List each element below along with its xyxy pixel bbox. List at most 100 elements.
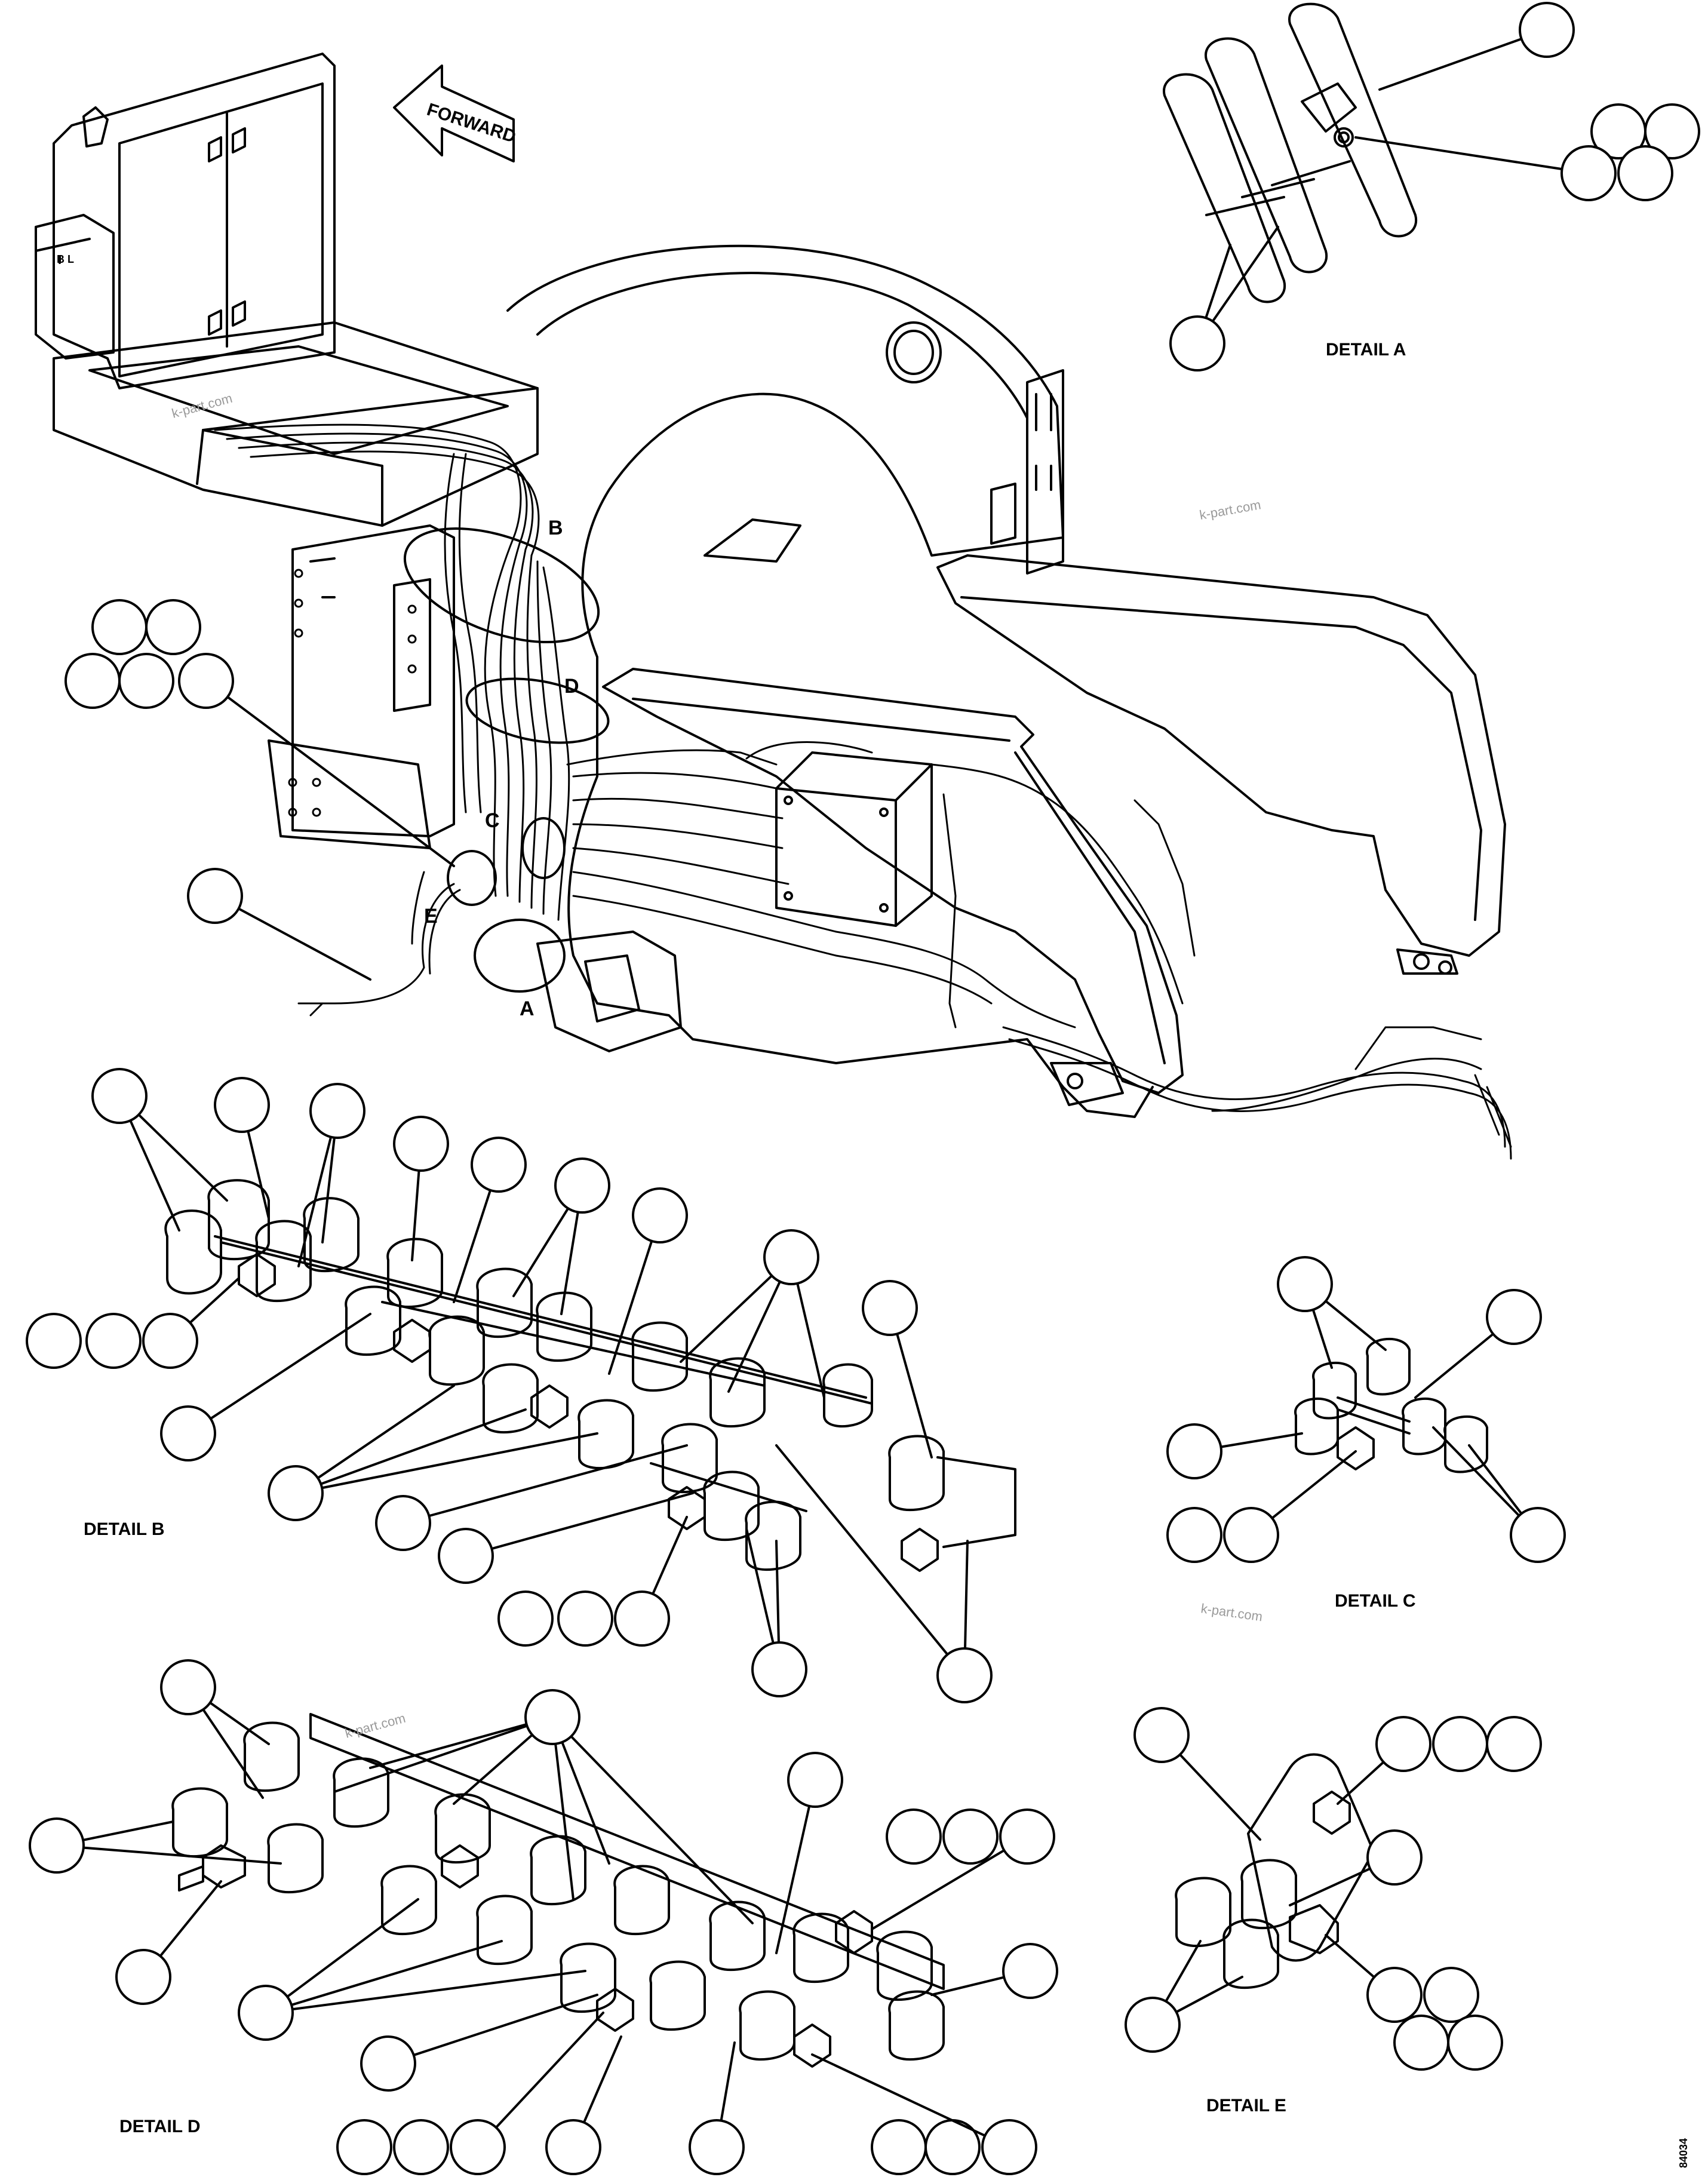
detail-a-title: DETAIL A: [1326, 340, 1406, 360]
callout-leader-line: [963, 1540, 969, 1650]
callout-balloon: [1560, 145, 1617, 201]
left-mount-block-face: [309, 557, 431, 712]
callout-leader-line: [896, 1332, 933, 1459]
frame-top-boss: [704, 518, 801, 563]
control-valve-cabinet: B L: [35, 53, 539, 527]
view-letter-b: B: [548, 517, 563, 539]
boom-arm-right: [936, 554, 1506, 957]
callout-leader-line: [1211, 226, 1279, 323]
callout-balloon: [936, 1647, 993, 1703]
callout-balloon: [1166, 1507, 1222, 1563]
callout-balloon: [689, 2119, 745, 2175]
callout-balloon: [309, 1083, 365, 1139]
boom-arm-right-pin-2: [1438, 960, 1452, 975]
boom-arm-right-lug: [1396, 948, 1458, 975]
callout-leader-line: [1289, 1867, 1372, 1906]
callout-balloon: [450, 2119, 506, 2175]
callout-balloon: [942, 1808, 999, 1865]
callout-balloon: [1447, 2015, 1503, 2071]
callout-leader-line: [490, 1492, 694, 1550]
callout-balloon: [160, 1659, 216, 1715]
boom-arm-left-pin: [1067, 1073, 1083, 1089]
callout-balloon: [238, 1985, 294, 2041]
callout-balloon: [393, 2119, 449, 2175]
callout-leader-line: [1165, 1940, 1202, 2003]
callout-leader-line: [652, 1516, 688, 1595]
frame-inner: [536, 272, 1028, 527]
callout-leader-line: [608, 1239, 653, 1375]
callout-balloon: [91, 1068, 148, 1124]
forward-arrow: FORWARD: [393, 65, 518, 162]
view-d-ellipse: [465, 677, 610, 744]
callout-leader-line: [930, 1976, 1006, 1996]
callout-balloon: [1423, 1967, 1479, 2023]
callout-leader-line: [428, 1444, 688, 1518]
callout-balloon: [118, 653, 174, 709]
callout-leader-line: [1337, 1761, 1385, 1805]
callout-leader-line: [333, 1724, 529, 1793]
detail-b-title: DETAIL B: [84, 1519, 165, 1539]
detail-a-drawing: [1163, 2, 1418, 303]
callout-balloon: [336, 2119, 392, 2175]
callout-leader-line: [1354, 136, 1563, 171]
callout-leader-line: [1271, 1450, 1357, 1519]
callout-leader-line: [321, 1432, 598, 1490]
boom-arm-left-foot: [1050, 1062, 1124, 1106]
callout-leader-line: [159, 1880, 222, 1958]
callout-leader-line: [1325, 1934, 1376, 1979]
frame-round-hole-inner: [893, 330, 934, 375]
detail-titles: DETAIL A DETAIL B DETAIL C DETAIL D DETA…: [84, 340, 1416, 2136]
main-frame-assembly: [268, 244, 1506, 1118]
callout-leader-line: [286, 1898, 419, 1998]
callout-balloon: [360, 2035, 416, 2092]
callout-balloon: [497, 1590, 554, 1647]
callout-balloon: [763, 1229, 819, 1285]
callout-balloon: [393, 1116, 449, 1172]
detail-e-title: DETAIL E: [1206, 2096, 1286, 2115]
callout-balloon: [1223, 1507, 1279, 1563]
callout-leader-line: [775, 1444, 949, 1656]
callout-leader-line: [82, 1820, 174, 1841]
callout-balloon: [85, 1313, 142, 1369]
detail-c-drawing: [1294, 1337, 1488, 1473]
callout-leader-line: [1178, 1753, 1261, 1841]
callout-leader-line: [1468, 1444, 1523, 1515]
callout-balloon: [1277, 1256, 1333, 1312]
callout-leader-line: [560, 1211, 579, 1315]
junction-box: [775, 751, 933, 927]
callout-leader-line: [1219, 1432, 1303, 1448]
callout-balloon: [1644, 103, 1700, 159]
watermark-4: k-part.com: [343, 1711, 407, 1741]
hose-bundle: [214, 423, 1512, 1160]
callout-balloon: [145, 599, 201, 655]
callout-balloon: [26, 1313, 82, 1369]
right-post-slots: [990, 393, 1052, 545]
boom-arm-left-inner: [632, 698, 1166, 1064]
right-post: [1026, 369, 1064, 575]
callout-balloon: [1510, 1507, 1566, 1563]
mount-bolts: [288, 569, 417, 817]
callout-balloon: [1617, 145, 1673, 201]
detail-b-drawing: [164, 1179, 1016, 1572]
callout-balloon: [871, 2119, 927, 2175]
callout-balloon: [787, 1752, 843, 1808]
callout-balloon: [1166, 1423, 1222, 1479]
callout-balloon: [614, 1590, 670, 1647]
callout-leader-line: [1205, 244, 1231, 320]
callout-leader-line: [1324, 1300, 1387, 1351]
watermark-3: k-part.com: [1200, 1601, 1263, 1624]
callout-leader-line: [494, 2012, 604, 2129]
callout-balloon: [524, 1689, 580, 1745]
view-e-ellipse: [447, 850, 497, 906]
callout-leader-line: [775, 1804, 811, 1954]
callout-balloon: [115, 1949, 171, 2005]
reference-code: 84034: [1678, 2138, 1689, 2168]
callout-balloon: [1169, 315, 1225, 371]
callout-leader-line: [189, 1277, 240, 1324]
callout-leader-line: [317, 1384, 455, 1479]
callout-balloon: [1002, 1943, 1058, 1999]
lower-housing-2: [584, 954, 640, 1023]
callout-leader-line: [512, 1207, 570, 1297]
callout-balloon: [29, 1817, 85, 1874]
callout-balloon: [375, 1495, 431, 1551]
